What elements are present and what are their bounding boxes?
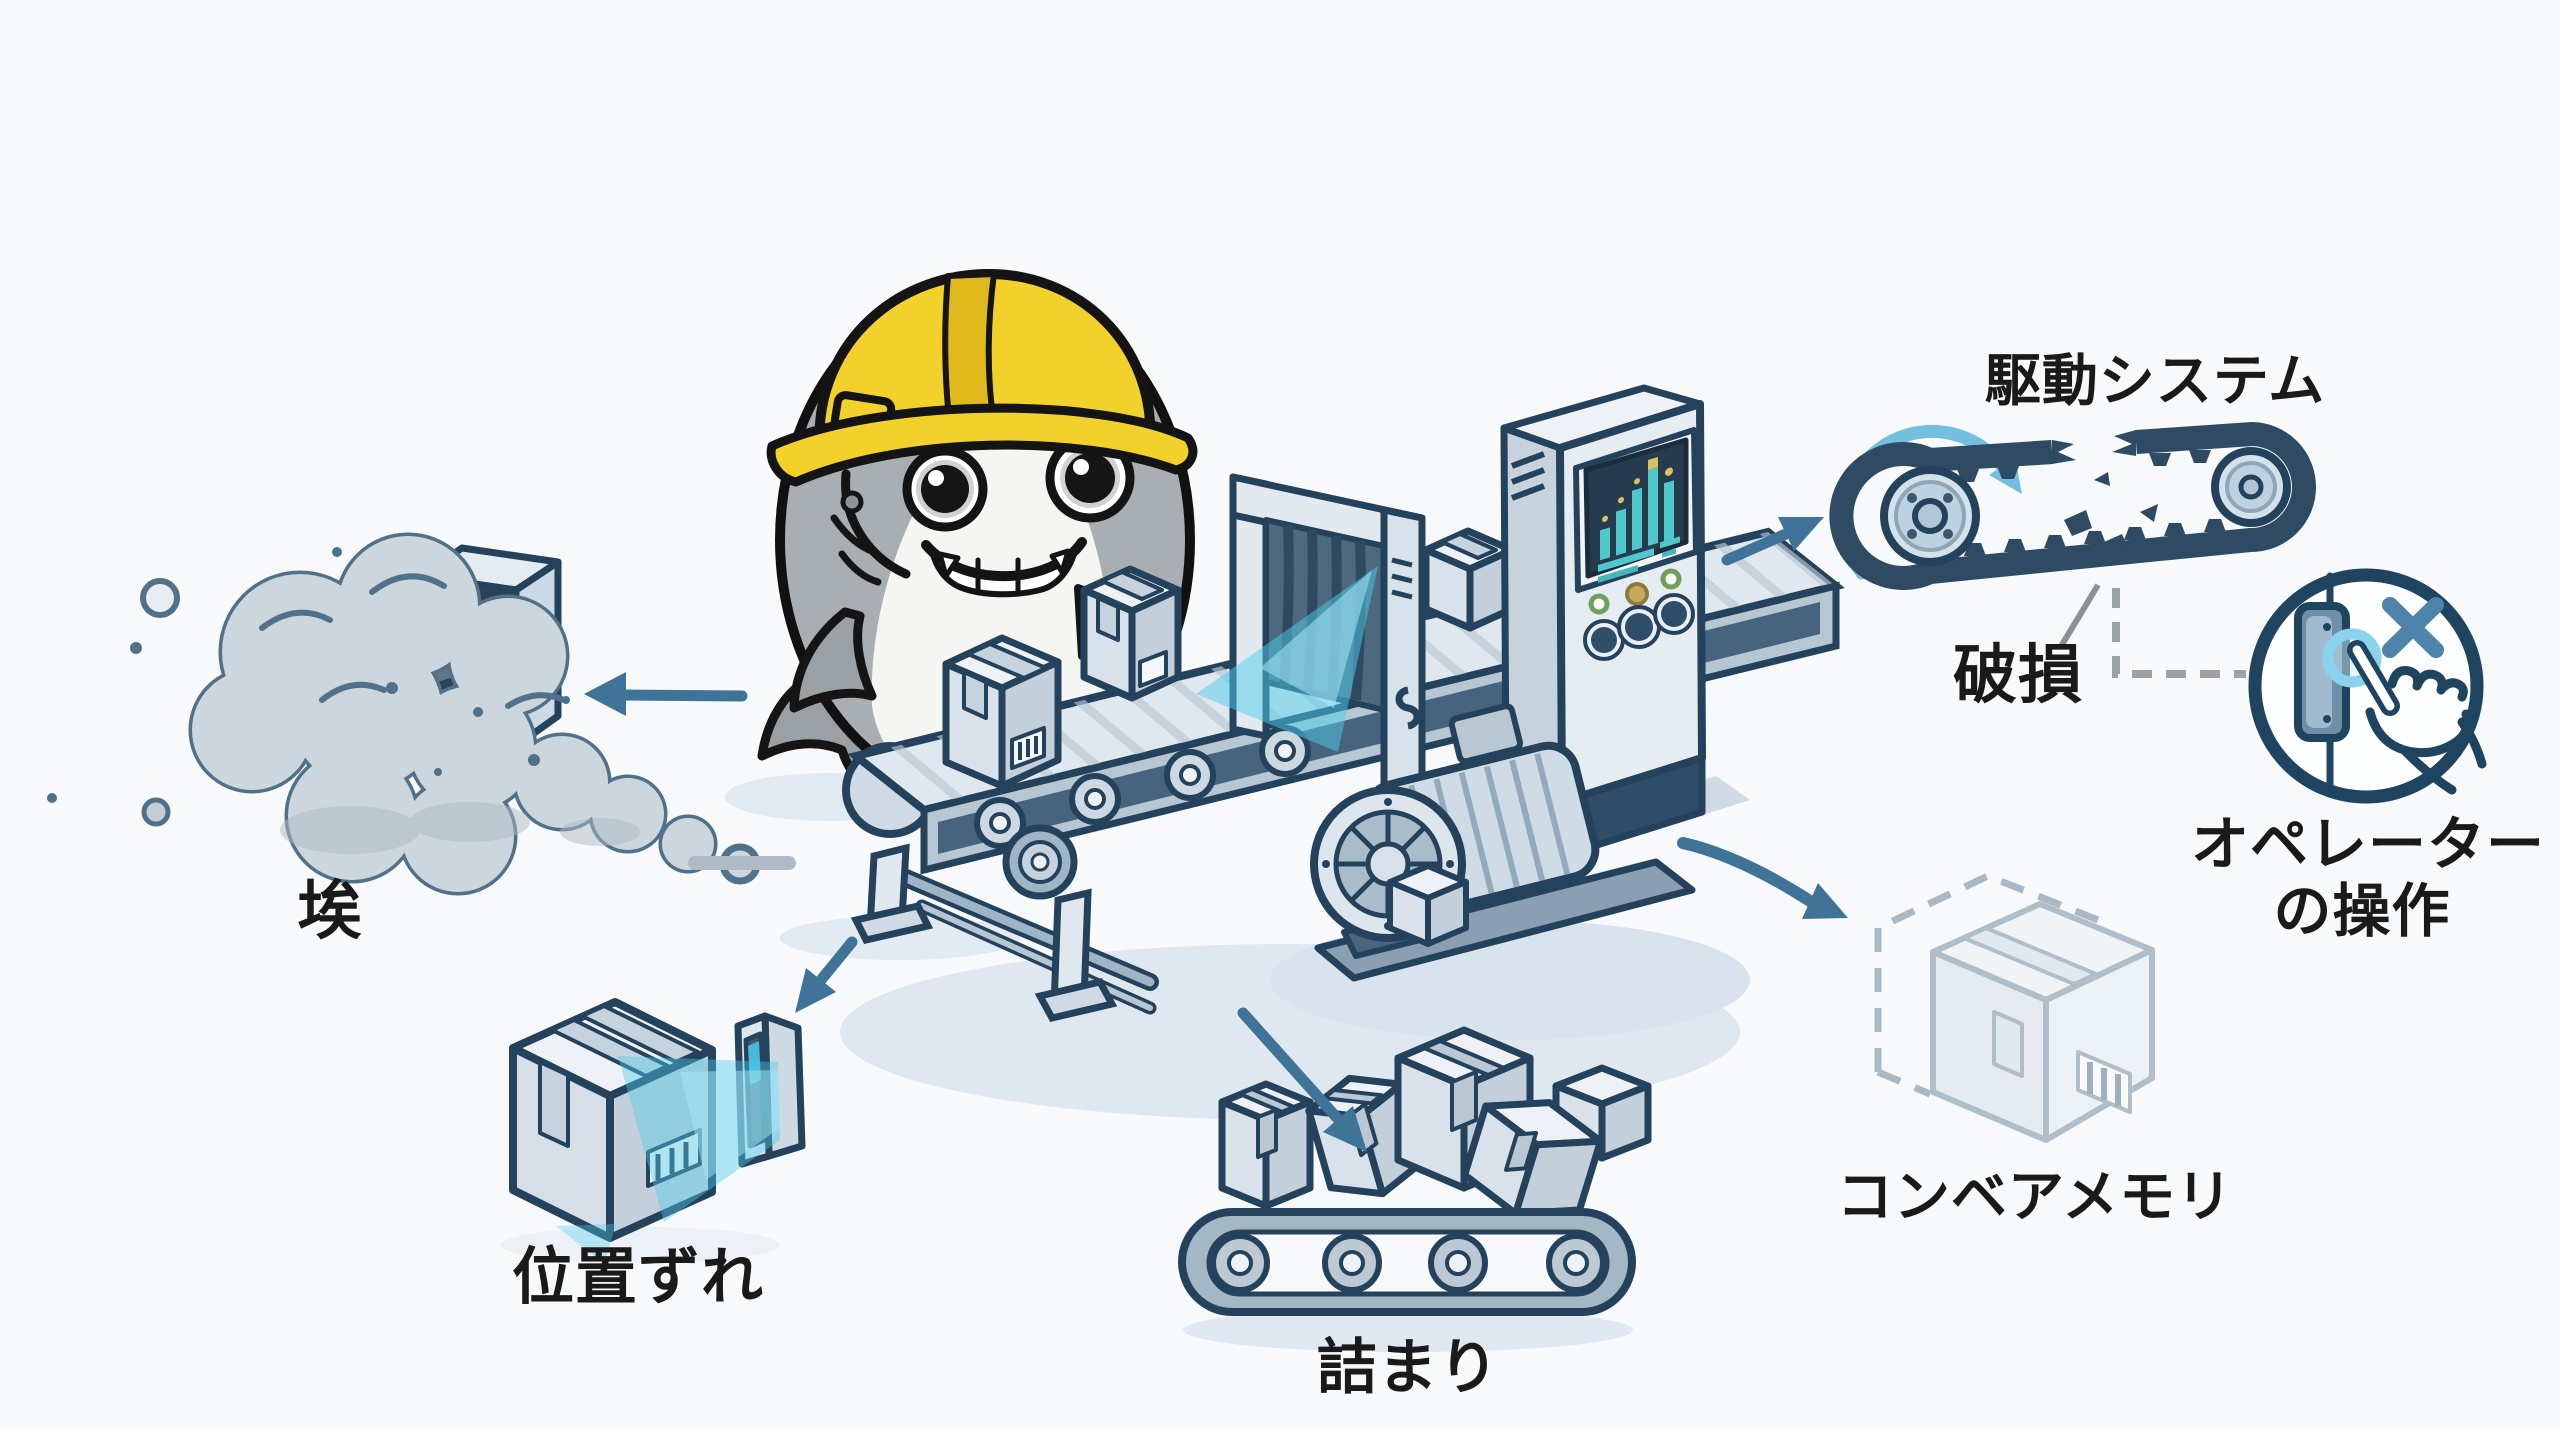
arrow-to-dust bbox=[584, 672, 748, 716]
conveyor-legs bbox=[850, 843, 1118, 1023]
connector-arrows bbox=[584, 517, 1848, 1152]
broken-belt-icon bbox=[1829, 421, 2316, 590]
label-misalignment: 位置ずれ bbox=[511, 1239, 765, 1313]
label-operator-line2: の操作 bbox=[2273, 877, 2451, 946]
jam-box-d bbox=[1461, 1099, 1604, 1218]
label-drive-system: 駆動システム bbox=[1984, 349, 2326, 415]
ghost-dashed-outline bbox=[1874, 872, 2100, 1098]
jammed-boxes-conveyor-icon bbox=[1178, 1026, 1652, 1352]
box-sensor-beam-icon bbox=[509, 998, 806, 1264]
break-jag-right bbox=[2112, 430, 2136, 456]
belt-teeth bbox=[1957, 430, 2226, 556]
scanner-gate bbox=[1196, 473, 1426, 846]
hard-hat-icon bbox=[766, 268, 1198, 579]
label-jam: 詰まり bbox=[1316, 1333, 1500, 1403]
callout-connectors bbox=[2057, 583, 2246, 678]
label-operator-line1: オペレーター bbox=[2190, 810, 2546, 879]
label-conveyor-memory: コンベアメモリ bbox=[1836, 1165, 2234, 1231]
conveyor-box-3 bbox=[1422, 527, 1516, 632]
arrow-to-drive-system bbox=[1721, 517, 1824, 566]
control-knobs bbox=[1583, 593, 1695, 661]
damage-pointer-line bbox=[2057, 583, 2101, 650]
shark-pectoral-fin bbox=[789, 607, 877, 713]
break-jag-left bbox=[2052, 440, 2076, 464]
motor bbox=[1310, 703, 1696, 982]
belt-debris bbox=[2064, 510, 2092, 536]
operator-press-x-icon bbox=[2248, 568, 2487, 804]
arrow-to-misalignment bbox=[795, 936, 858, 1013]
dashed-connector bbox=[2112, 588, 2246, 678]
ghost-box-icon bbox=[1874, 872, 2155, 1143]
small-gear-box bbox=[1387, 863, 1469, 947]
conveyor-box-2 bbox=[1080, 565, 1182, 702]
gate-hook bbox=[1395, 686, 1421, 730]
cabinet-louvers bbox=[1510, 451, 1546, 501]
label-dust: 埃 bbox=[297, 874, 363, 949]
belt-band bbox=[1829, 421, 2316, 590]
motor-base bbox=[1314, 858, 1696, 982]
screen-bar-chart bbox=[1598, 456, 1680, 583]
dust-cloud-sensor-icon bbox=[47, 532, 796, 896]
indicator-lights bbox=[1588, 568, 1682, 615]
arrow-to-conveyor-memory bbox=[1677, 837, 1848, 919]
arrow-to-jam bbox=[1237, 1007, 1367, 1152]
label-damage: 破損 bbox=[1953, 638, 2083, 713]
conveyor-box-1 bbox=[942, 634, 1062, 790]
shark-mouth bbox=[921, 537, 1087, 598]
x-mark-icon bbox=[2382, 597, 2444, 658]
pointing-hand-icon bbox=[2347, 640, 2487, 795]
jam-box-a bbox=[1218, 1080, 1314, 1210]
jam-rollers bbox=[1210, 1233, 1606, 1293]
